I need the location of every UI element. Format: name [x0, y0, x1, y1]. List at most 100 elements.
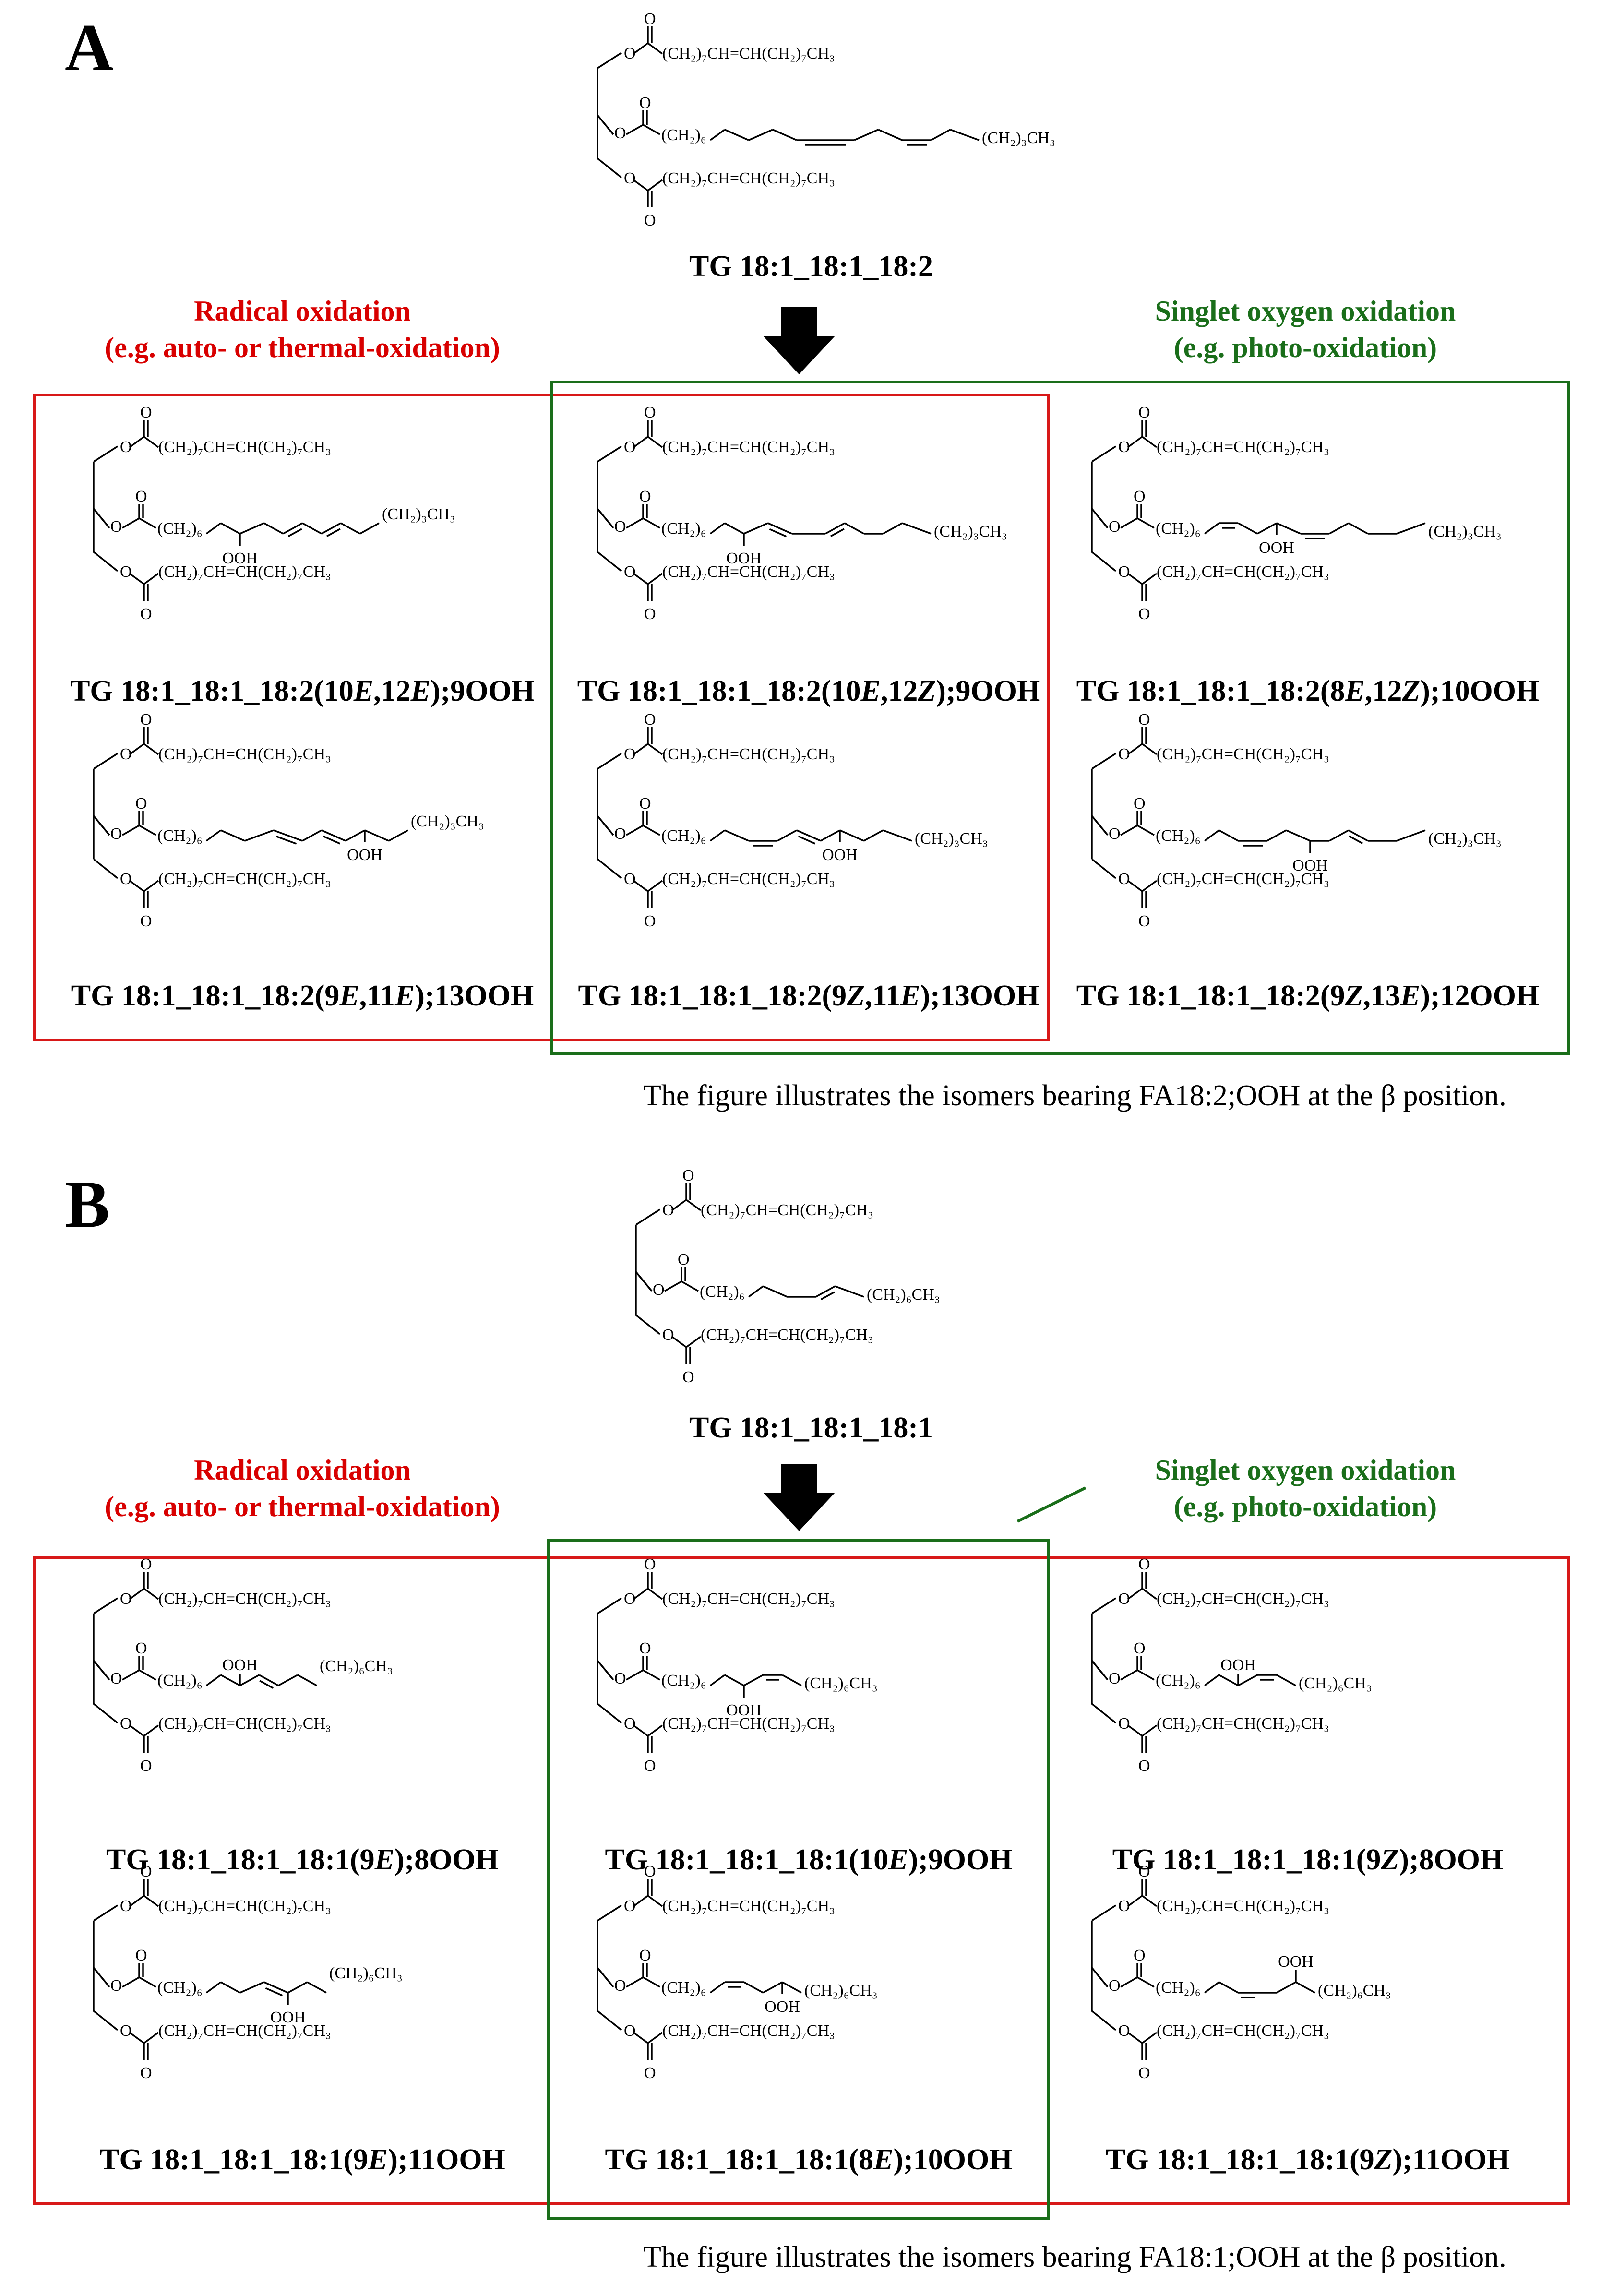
ester-oxygen: O [614, 1977, 626, 1995]
fatty-acid-chain: (CH₂)₇CH=CH(CH₂)₇CH₃ [662, 1715, 835, 1733]
carbonyl-oxygen: O [1138, 711, 1150, 729]
ester-oxygen: O [1118, 2022, 1130, 2040]
ester-oxygen: O [1118, 1715, 1130, 1733]
triglyceride-structure: OOOO(CH₂)₇CH=CH(CH₂)₇CH₃O(CH₂)₆O(CH₂)₇CH… [93, 404, 455, 623]
carbonyl-oxygen: O [140, 711, 152, 729]
ester-oxygen: O [120, 563, 132, 581]
ester-oxygen: O [120, 870, 132, 888]
panel-a-down-arrow [763, 307, 835, 374]
carbonyl-oxygen: O [644, 212, 656, 229]
ester-oxygen: O [1118, 870, 1130, 888]
hydroperoxide-group: OOH [222, 550, 258, 567]
carbonyl-oxygen: O [644, 912, 656, 930]
triglyceride-structure: OOOO(CH₂)₇CH=CH(CH₂)₇CH₃O(CH₂)₆O(CH₂)₇CH… [635, 1167, 940, 1386]
fatty-acid-segment: (CH₂)₆ [661, 827, 706, 845]
panel-b-parent-name: TG 18:1_18:1_18:1 [689, 1411, 933, 1444]
fatty-acid-segment: (CH₂)₆ [1156, 520, 1201, 538]
ester-oxygen: O [120, 2022, 132, 2040]
fatty-acid-segment: (CH₂)₆ [157, 1672, 203, 1689]
carbonyl-oxygen: O [644, 1863, 656, 1880]
fatty-acid-chain: (CH₂)₇CH=CH(CH₂)₇CH₃ [662, 438, 835, 456]
chain-terminus: (CH₂)₆CH₃ [1299, 1674, 1372, 1692]
triglyceride-structure: OOOO(CH₂)₇CH=CH(CH₂)₇CH₃O(CH₂)₆O(CH₂)₇CH… [597, 711, 988, 930]
chain-terminus: (CH₂)₃CH₃ [1428, 830, 1502, 848]
triglyceride-structure: OOOO(CH₂)₇CH=CH(CH₂)₇CH₃O(CH₂)₆O(CH₂)₇CH… [93, 1863, 403, 2082]
panel-b-down-arrow [763, 1464, 835, 1531]
fatty-acid-segment: (CH₂)₆ [1156, 1979, 1201, 1997]
triglyceride-structure: OOOO(CH₂)₇CH=CH(CH₂)₇CH₃O(CH₂)₆O(CH₂)₇CH… [597, 10, 1055, 229]
panel-a-note: The figure illustrates the isomers beari… [643, 1079, 1506, 1112]
fatty-acid-chain: (CH₂)₇CH=CH(CH₂)₇CH₃ [158, 438, 331, 456]
ester-oxygen: O [110, 825, 122, 843]
triglyceride-structure: OOOO(CH₂)₇CH=CH(CH₂)₇CH₃O(CH₂)₆O(CH₂)₇CH… [597, 1863, 878, 2082]
ester-oxygen: O [614, 124, 626, 142]
carbonyl-oxygen: O [1138, 912, 1150, 930]
ester-oxygen: O [624, 1715, 636, 1733]
triglyceride-structure: OOOO(CH₂)₇CH=CH(CH₂)₇CH₃O(CH₂)₆O(CH₂)₇CH… [1091, 711, 1502, 930]
fatty-acid-segment: (CH₂)₆ [700, 1283, 745, 1301]
carbonyl-oxygen: O [644, 1757, 656, 1775]
panel-b-product-caption: TG 18:1_18:1_18:1(8E);10OOH [605, 2143, 1013, 2176]
fatty-acid-chain: (CH₂)₇CH=CH(CH₂)₇CH₃ [662, 745, 835, 763]
chain-terminus: (CH₂)₃CH₃ [915, 830, 988, 848]
panel-b-radical-box [33, 1556, 1570, 2205]
ester-oxygen: O [110, 1977, 122, 1995]
fatty-acid-chain: (CH₂)₇CH=CH(CH₂)₇CH₃ [1157, 1715, 1329, 1733]
triglyceride-structure: OOOO(CH₂)₇CH=CH(CH₂)₇CH₃O(CH₂)₆O(CH₂)₇CH… [597, 1555, 878, 1775]
fatty-acid-chain: (CH₂)₇CH=CH(CH₂)₇CH₃ [158, 870, 331, 888]
chain-terminus: (CH₂)₆CH₃ [1318, 1982, 1391, 1999]
ester-oxygen: O [614, 518, 626, 536]
carbonyl-oxygen: O [678, 1251, 690, 1268]
carbonyl-oxygen: O [140, 1757, 152, 1775]
carbonyl-oxygen: O [1138, 1555, 1150, 1573]
fatty-acid-chain: (CH₂)₇CH=CH(CH₂)₇CH₃ [1157, 1897, 1329, 1915]
fatty-acid-chain: (CH₂)₇CH=CH(CH₂)₇CH₃ [158, 563, 331, 581]
hydroperoxide-group: OOH [822, 846, 858, 864]
fatty-acid-segment: (CH₂)₆ [157, 1979, 203, 1997]
hydroperoxide-group: OOH [347, 846, 382, 864]
fatty-acid-segment: (CH₂)₆ [661, 520, 706, 538]
ester-oxygen: O [1109, 1670, 1121, 1687]
carbonyl-oxygen: O [682, 1167, 694, 1184]
hydroperoxide-group: OOH [765, 1998, 800, 2016]
carbonyl-oxygen: O [135, 795, 147, 813]
ester-oxygen: O [614, 825, 626, 843]
hydroperoxide-group: OOH [726, 550, 762, 567]
carbonyl-oxygen: O [1138, 1863, 1150, 1880]
carbonyl-oxygen: O [639, 1639, 651, 1657]
carbonyl-oxygen: O [639, 795, 651, 813]
fatty-acid-segment: (CH₂)₆ [661, 1979, 706, 1997]
panel-b-singlet-box [547, 1539, 1050, 2220]
panel-b-singlet-title: Singlet oxygen oxidation (e.g. photo-oxi… [1155, 1454, 1456, 1522]
hydroperoxide-group: OOH [270, 2009, 306, 2026]
ester-oxygen: O [110, 518, 122, 536]
carbonyl-oxygen: O [644, 605, 656, 623]
fatty-acid-segment: (CH₂)₆ [1156, 1672, 1201, 1689]
fatty-acid-chain: (CH₂)₇CH=CH(CH₂)₇CH₃ [158, 1715, 331, 1733]
carbonyl-oxygen: O [1138, 605, 1150, 623]
carbonyl-oxygen: O [1134, 795, 1146, 813]
ester-oxygen: O [653, 1281, 665, 1299]
carbonyl-oxygen: O [140, 404, 152, 421]
panel-a-radical-box [33, 394, 1050, 1041]
chain-terminus: (CH₂)₃CH₃ [1428, 523, 1502, 540]
panel-a-parent-name: TG 18:1_18:1_18:2 [689, 250, 933, 283]
triglyceride-structure: OOOO(CH₂)₇CH=CH(CH₂)₇CH₃O(CH₂)₆O(CH₂)₇CH… [1091, 1555, 1372, 1775]
carbonyl-oxygen: O [644, 404, 656, 421]
ester-oxygen: O [1109, 518, 1121, 536]
triglyceride-structure: OOOO(CH₂)₇CH=CH(CH₂)₇CH₃O(CH₂)₆O(CH₂)₇CH… [1091, 1863, 1391, 2082]
fatty-acid-chain: (CH₂)₇CH=CH(CH₂)₇CH₃ [1157, 745, 1329, 763]
fatty-acid-chain: (CH₂)₇CH=CH(CH₂)₇CH₃ [662, 45, 835, 62]
chain-terminus: (CH₂)₃CH₃ [934, 523, 1007, 540]
fatty-acid-chain: (CH₂)₇CH=CH(CH₂)₇CH₃ [662, 2022, 835, 2040]
panel-a-singlet-title: Singlet oxygen oxidation (e.g. photo-oxi… [1155, 295, 1456, 363]
hydroperoxide-group: OOH [1292, 857, 1328, 874]
panel-b-note: The figure illustrates the isomers beari… [643, 2241, 1506, 2273]
fatty-acid-chain: (CH₂)₇CH=CH(CH₂)₇CH₃ [158, 1897, 331, 1915]
carbonyl-oxygen: O [639, 488, 651, 505]
panel-b-product-caption: TG 18:1_18:1_18:1(9Z);11OOH [1105, 2143, 1510, 2176]
carbonyl-oxygen: O [644, 1555, 656, 1573]
fatty-acid-chain: (CH₂)₇CH=CH(CH₂)₇CH₃ [701, 1201, 873, 1219]
ester-oxygen: O [1109, 1977, 1121, 1995]
fatty-acid-chain: (CH₂)₇CH=CH(CH₂)₇CH₃ [662, 870, 835, 888]
